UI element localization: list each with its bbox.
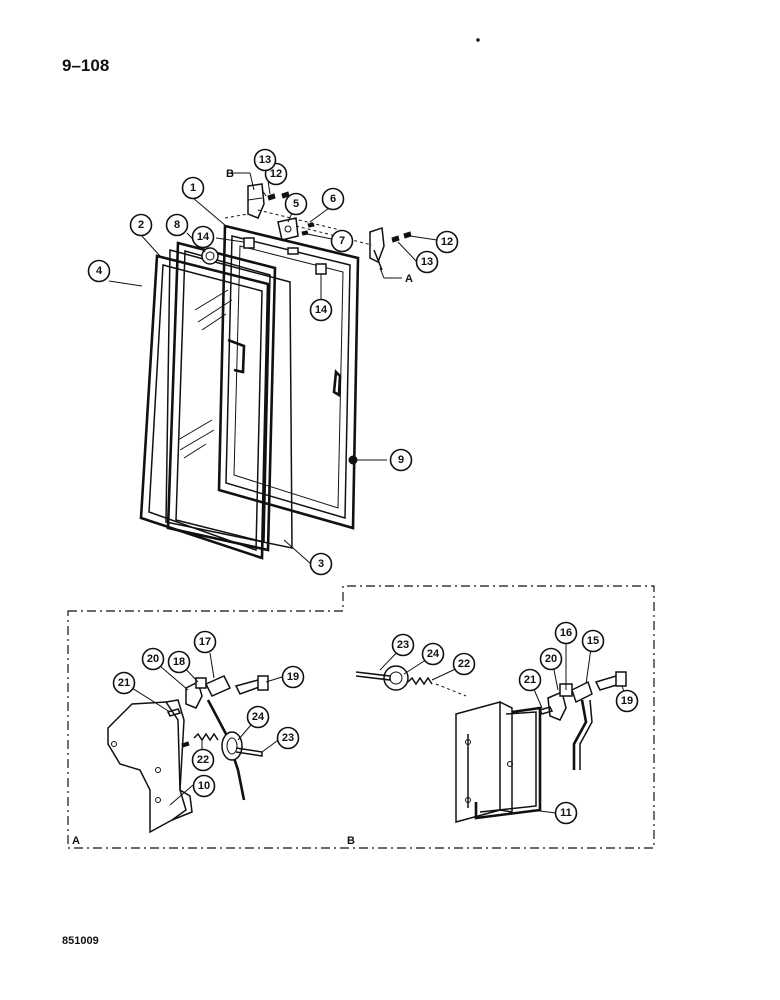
- svg-text:13: 13: [259, 154, 271, 166]
- callout-10: 10: [192, 774, 216, 798]
- svg-text:24: 24: [427, 648, 440, 660]
- callout-6: 6: [321, 187, 345, 211]
- svg-text:5: 5: [293, 198, 299, 210]
- svg-text:18: 18: [173, 656, 185, 668]
- callout-14a: 14: [191, 225, 215, 249]
- svg-text:23: 23: [397, 639, 409, 651]
- door-gasket: [139, 254, 270, 560]
- detail-ref-b: B: [226, 168, 234, 180]
- svg-text:19: 19: [621, 695, 633, 707]
- callout-23a: 23: [276, 726, 300, 750]
- svg-text:16: 16: [560, 627, 572, 639]
- detail-label-a: A: [72, 835, 80, 847]
- callout-20a: 20: [141, 647, 165, 671]
- detail-a-panel: [67, 585, 655, 849]
- svg-text:4: 4: [96, 265, 103, 277]
- callout-24a: 24: [246, 705, 270, 729]
- callout-4: 4: [87, 259, 111, 283]
- detail-ref-a: A: [405, 273, 413, 285]
- callout-5: 5: [284, 192, 308, 216]
- svg-text:22: 22: [458, 658, 470, 670]
- detail-label-b: B: [347, 835, 355, 847]
- svg-text:8: 8: [174, 219, 180, 231]
- svg-text:9: 9: [398, 454, 404, 466]
- callout-9: 9: [389, 448, 413, 472]
- leader-lines: [108, 173, 628, 814]
- svg-text:17: 17: [199, 636, 211, 648]
- callout-22b: 22: [452, 652, 476, 676]
- callout-8: 8: [165, 213, 189, 237]
- callout-17: 17: [193, 630, 217, 654]
- svg-text:2: 2: [138, 219, 144, 231]
- svg-text:20: 20: [545, 653, 557, 665]
- callout-11: 11: [554, 801, 578, 825]
- svg-text:11: 11: [560, 807, 572, 819]
- callout-24b: 24: [421, 642, 445, 666]
- callout-3: 3: [309, 552, 333, 576]
- callout-23b: 23: [391, 633, 415, 657]
- svg-text:12: 12: [270, 168, 282, 180]
- svg-text:22: 22: [197, 754, 209, 766]
- svg-text:1: 1: [190, 182, 196, 194]
- callout-15: 15: [581, 629, 605, 653]
- door-assembly: [139, 172, 412, 560]
- svg-text:21: 21: [524, 674, 536, 686]
- callout-20b: 20: [539, 647, 563, 671]
- svg-text:14: 14: [197, 231, 210, 243]
- svg-text:13: 13: [421, 256, 433, 268]
- callout-19a: 19: [281, 665, 305, 689]
- callout-16: 16: [554, 621, 578, 645]
- svg-text:21: 21: [118, 677, 130, 689]
- detail-b-panel: [355, 665, 627, 823]
- svg-text:20: 20: [147, 653, 159, 665]
- callout-14b: 14: [309, 298, 333, 322]
- page-number: 9–108: [62, 56, 110, 75]
- callout-13b: 13: [415, 250, 439, 274]
- door-frame: [217, 224, 360, 530]
- latch-handle-bracket: [455, 701, 501, 823]
- callout-18: 18: [167, 650, 191, 674]
- callout-22a: 22: [191, 748, 215, 772]
- svg-text:23: 23: [282, 732, 294, 744]
- callout-21a: 21: [112, 671, 136, 695]
- door-glass: [166, 241, 277, 552]
- svg-text:10: 10: [198, 780, 210, 792]
- callout-12b: 12: [435, 230, 459, 254]
- svg-text:19: 19: [287, 671, 299, 683]
- callout-13a: 13: [253, 148, 277, 172]
- callout-19b: 19: [615, 689, 639, 713]
- figure-code: 851009: [62, 935, 99, 947]
- svg-text:15: 15: [587, 635, 599, 647]
- svg-text:12: 12: [441, 236, 453, 248]
- latch-bracket: [107, 701, 187, 834]
- svg-text:6: 6: [330, 193, 336, 205]
- svg-text:24: 24: [252, 711, 265, 723]
- callout-2: 2: [129, 213, 153, 237]
- svg-text:3: 3: [318, 558, 324, 570]
- callout-1: 1: [181, 176, 205, 200]
- door-seal: [165, 249, 293, 549]
- svg-text:14: 14: [315, 304, 328, 316]
- svg-text:7: 7: [339, 235, 345, 247]
- callout-21b: 21: [518, 668, 542, 692]
- callout-7: 7: [330, 229, 354, 253]
